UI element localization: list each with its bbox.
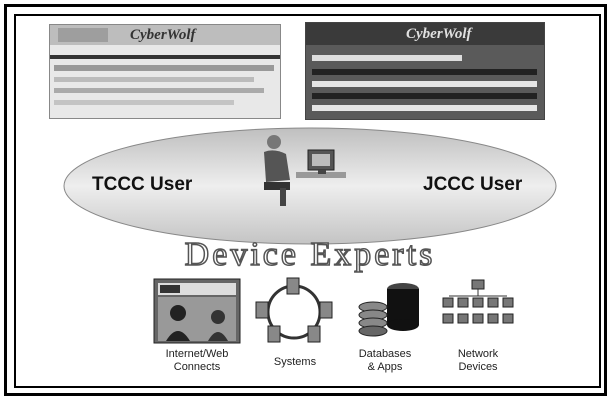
right-screenshot-row <box>312 81 537 87</box>
left-screenshot-row <box>54 100 234 105</box>
right-screenshot-row <box>312 55 462 61</box>
database-icon <box>358 283 419 337</box>
device-caption-line: Network <box>457 348 499 360</box>
left-screenshot-bar <box>50 55 280 59</box>
user-ellipse <box>63 127 557 245</box>
right-banner-title: CyberWolf <box>406 26 472 42</box>
person-at-computer-icon <box>264 135 346 206</box>
left-screenshot: CyberWolf <box>49 24 281 119</box>
left-screenshot-row <box>54 77 254 82</box>
device-caption-databases: Databases & Apps <box>345 348 425 374</box>
internet-web-connect-icon <box>153 278 241 344</box>
headline-title: Device Experts <box>185 236 436 273</box>
right-screenshot-header <box>306 23 544 45</box>
device-caption-line: Internet/Web <box>165 348 229 360</box>
right-screenshot-row <box>312 69 537 75</box>
device-caption-systems: Systems <box>260 356 330 369</box>
device-caption-network: Network Devices <box>440 348 516 374</box>
left-screenshot-logo <box>58 28 108 42</box>
left-banner-title: CyberWolf <box>130 27 196 43</box>
device-caption-line: Devices <box>458 361 498 373</box>
network-tree-icon <box>442 279 514 324</box>
device-caption-line: & Apps <box>367 361 403 373</box>
headline-graphic: Device Experts <box>184 235 436 274</box>
device-caption-internet: Internet/Web Connects <box>145 348 249 374</box>
left-screenshot-row <box>54 88 264 93</box>
device-caption-line: Systems <box>273 356 317 368</box>
device-caption-line: Databases <box>358 348 412 360</box>
right-screenshot-row <box>312 105 537 111</box>
right-screenshot: CyberWolf <box>305 22 545 120</box>
device-caption-line: Connects <box>173 361 221 373</box>
left-user-label: TCCC User <box>92 174 193 195</box>
right-user-label: JCCC User <box>423 174 523 195</box>
right-screenshot-row <box>312 93 537 99</box>
systems-ring-icon <box>255 277 333 343</box>
left-screenshot-row <box>54 65 274 71</box>
